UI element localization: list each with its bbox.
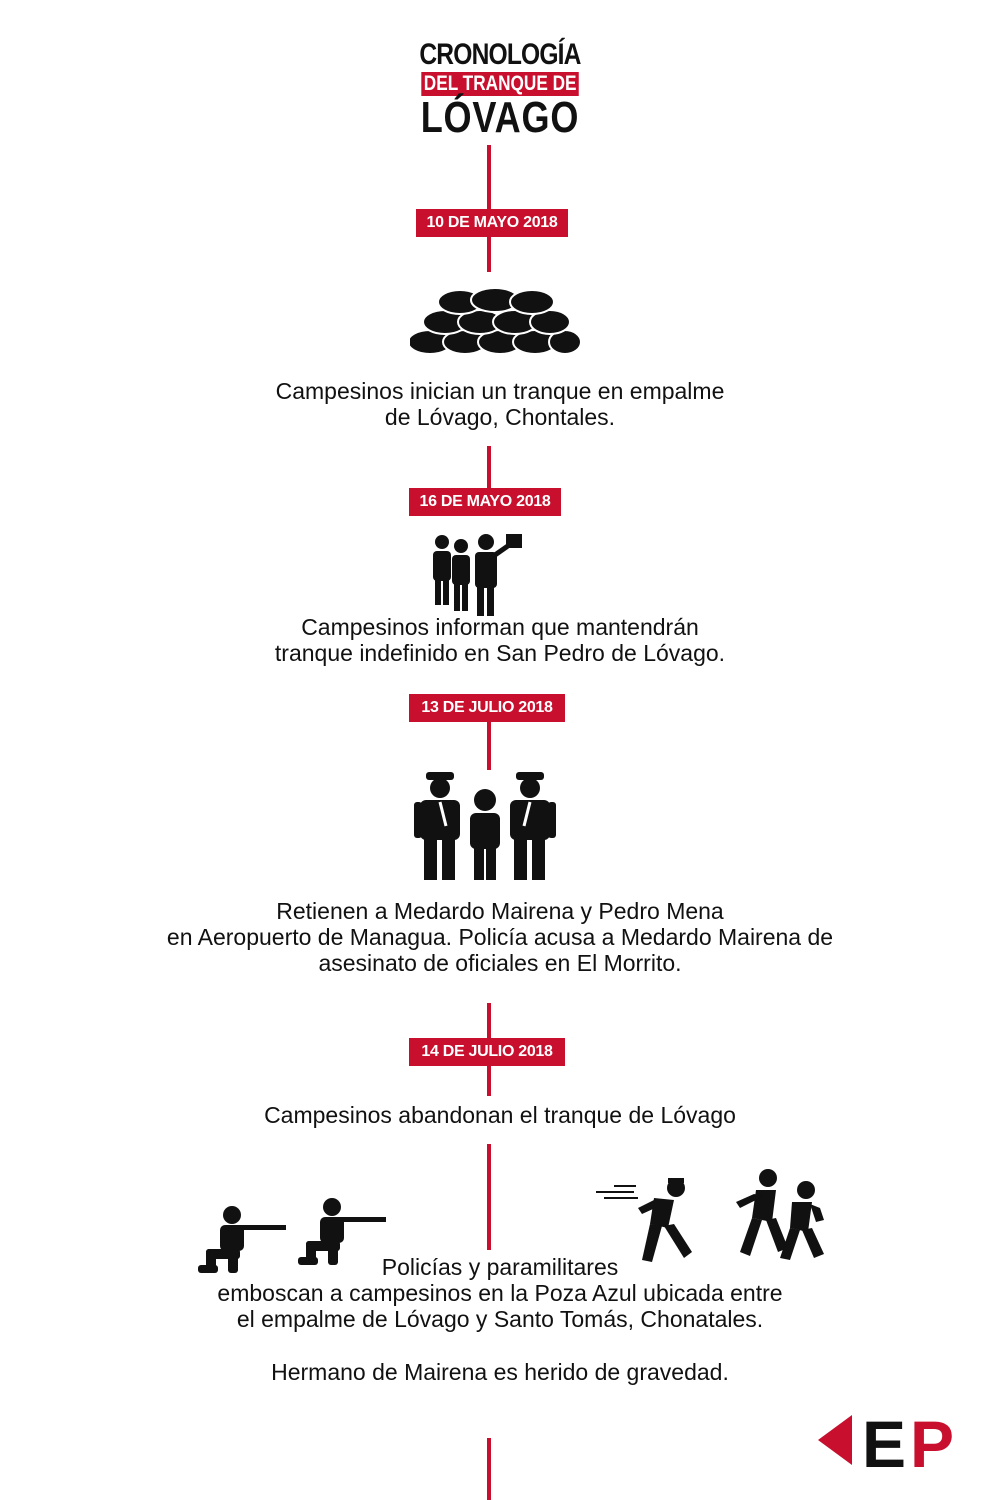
timeline-line [487,1003,491,1039]
title-line1: CRONOLOGÍA [419,38,581,71]
event-description: Retienen a Medardo Mairena y Pedro Mena … [0,898,1000,976]
caption-line: Campesinos abandonan el tranque de Lóvag… [264,1102,736,1128]
timeline-line [487,1438,491,1500]
event-date: 13 DE JULIO 2018 [409,694,565,722]
caption-line: asesinato de oficiales en El Morrito. [318,950,682,976]
ambush-note: Hermano de Mairena es herido de gravedad… [0,1359,1000,1385]
caption-line: emboscan a campesinos en la Poza Azul ub… [217,1280,783,1306]
infographic-title: CRONOLOGÍA DEL TRANQUE DE LÓVAGO [0,40,1000,140]
svg-text:P: P [910,1407,954,1475]
running-people-icon [732,1168,826,1260]
event-date: 10 DE MAYO 2018 [416,209,568,237]
svg-text:E: E [862,1407,906,1475]
event-description: Campesinos inician un tranque en empalme… [0,378,1000,430]
ep-logo: E P [818,1405,968,1481]
caption-line: Campesinos informan que mantendrán [301,614,699,640]
title-line2: DEL TRANQUE DE [421,72,579,97]
timeline-line [487,1066,491,1096]
title-line3: LÓVAGO [420,93,580,143]
caption-line: Hermano de Mairena es herido de gravedad… [271,1359,729,1385]
shooter-icon [198,1205,290,1275]
timeline-line [487,722,491,770]
shooter-icon [298,1197,390,1267]
timeline-line [487,446,491,488]
sandbags-icon [407,280,582,356]
caption-line: tranque indefinido en San Pedro de Lóvag… [274,640,726,666]
ambush-description: Policías y paramilitares emboscan a camp… [0,1254,1000,1332]
event-description: Campesinos abandonan el tranque de Lóvag… [0,1102,1000,1128]
caption-line: en Aeropuerto de Managua. Policía acusa … [166,924,834,950]
arrest-icon [412,770,558,882]
protesters-icon [428,532,528,616]
running-person-icon [594,1178,698,1262]
timeline-line [487,1144,491,1250]
caption-line: Retienen a Medardo Mairena y Pedro Mena [276,898,724,924]
caption-line: de Lóvago, Chontales. [384,404,616,430]
event-description: Campesinos informan que mantendrán tranq… [0,614,1000,666]
caption-line: el empalme de Lóvago y Santo Tomás, Chon… [236,1306,764,1332]
caption-line: Policías y paramilitares [381,1254,619,1280]
timeline-line [487,145,491,210]
caption-line: Campesinos inician un tranque en empalme [275,378,725,404]
timeline-line [487,236,491,272]
event-date: 14 DE JULIO 2018 [409,1038,565,1066]
event-date: 16 DE MAYO 2018 [409,488,561,516]
